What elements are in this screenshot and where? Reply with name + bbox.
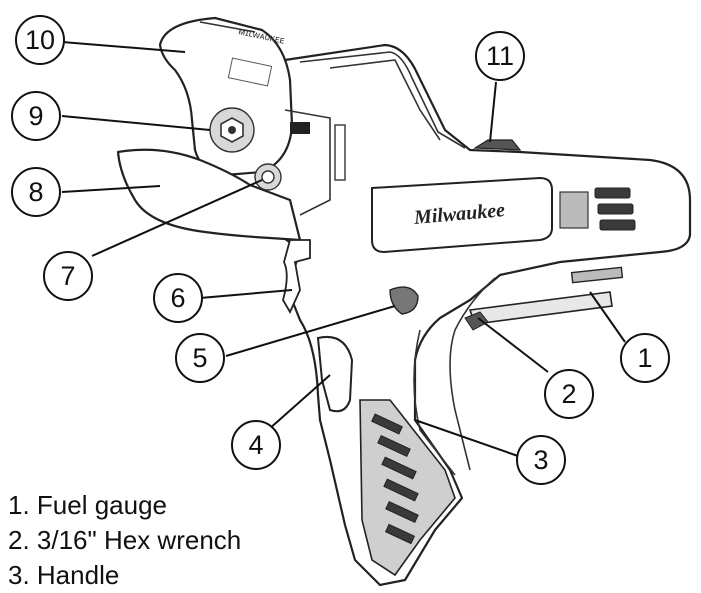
svg-text:6: 6 (170, 283, 185, 313)
callout-5: 5 (176, 334, 224, 382)
callout-8: 8 (12, 168, 60, 216)
callout-9: 9 (12, 92, 60, 140)
callout-7: 7 (44, 252, 92, 300)
legend-item-hex-wrench: 2. 3/16" Hex wrench (8, 523, 241, 558)
svg-text:11: 11 (486, 41, 514, 71)
callout-2: 2 (545, 370, 593, 418)
svg-text:3: 3 (533, 445, 548, 475)
svg-text:7: 7 (60, 261, 75, 291)
callout-3: 3 (517, 436, 565, 484)
svg-text:4: 4 (248, 430, 263, 460)
svg-text:1: 1 (637, 343, 652, 373)
fuel-gauge (470, 292, 612, 324)
top-switch (475, 140, 520, 150)
callout-1: 1 (621, 334, 669, 382)
handle-grip (360, 400, 455, 575)
legend-item-handle: 3. Handle (8, 558, 241, 593)
svg-text:8: 8 (28, 177, 43, 207)
callout-4: 4 (232, 421, 280, 469)
legend-item-fuel-gauge: 1. Fuel gauge (8, 488, 241, 523)
callout-10: 10 (16, 16, 64, 64)
parts-legend: 1. Fuel gauge 2. 3/16" Hex wrench 3. Han… (8, 488, 241, 593)
svg-text:9: 9 (28, 101, 43, 131)
callout-6: 6 (154, 274, 202, 322)
svg-text:5: 5 (192, 343, 207, 373)
svg-text:2: 2 (561, 379, 576, 409)
svg-text:10: 10 (25, 25, 55, 55)
callout-11: 11 (476, 32, 524, 80)
